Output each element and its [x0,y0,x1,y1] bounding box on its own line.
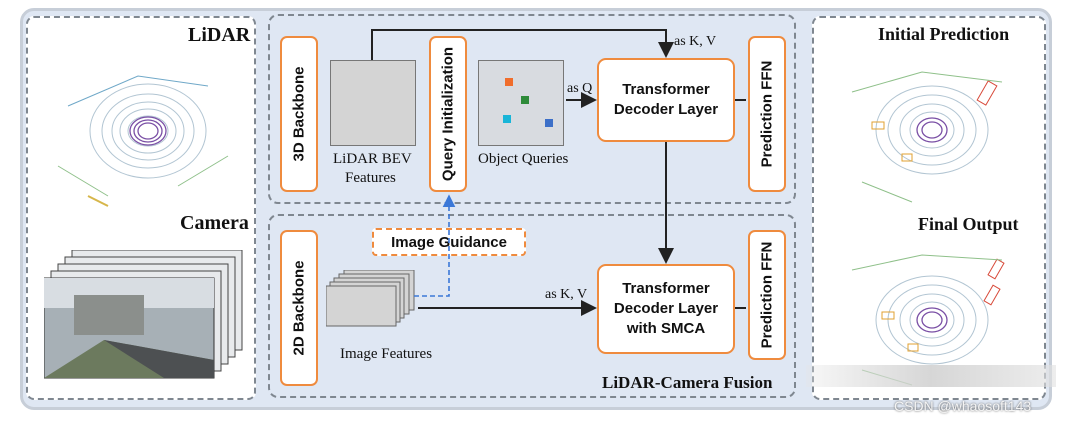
prediction-ffn-bottom-block: Prediction FFN [748,230,786,360]
query-marker [521,96,529,104]
lidar-point-cloud-image [57,75,229,207]
query-marker [545,119,553,127]
input-panel: LiDAR Camera [26,16,256,400]
fusion-title: LiDAR-Camera Fusion [602,373,773,392]
lidar-bev-label-line1: LiDAR BEV [333,151,412,167]
query-marker [503,115,511,123]
lidar-title: LiDAR [188,24,251,46]
object-queries-label: Object Queries [478,151,569,167]
output-panel: Initial Prediction Final Output [812,16,1046,400]
watermark-strip [806,365,1056,387]
image-features-label: Image Features [340,346,433,362]
lidar-bev-feature-map [330,60,416,146]
initial-prediction-image [851,71,1003,203]
final-output-title: Final Output [918,214,1019,234]
3d-backbone-block: 3D Backbone [280,36,318,192]
bev-to-decoder-arrow [371,29,674,60]
camera-branch-region [268,214,796,398]
transformer-decoder-smca: Transformer Decoder Layer with SMCA [597,264,735,354]
object-queries-map [478,60,564,146]
query-initialization-block: Query Initialization [429,36,467,192]
image-guidance-arrow [414,194,456,297]
as-q-label: as Q [567,81,593,96]
image-features-stack [326,270,415,327]
initial-prediction-title: Initial Prediction [878,24,1010,44]
watermark-text: CSDN @whaosoft143 [894,398,1032,414]
prediction-ffn-top-block: Prediction FFN [748,36,786,192]
query-marker [505,78,513,86]
camera-title: Camera [180,212,249,234]
as-kv-bottom-label: as K, V [545,287,588,302]
as-kv-top-label: as K, V [674,34,717,49]
lidar-bev-label-line2: Features [345,170,396,186]
transformer-decoder-top: Transformer Decoder Layer [597,58,735,142]
lidar-branch-region [268,14,796,204]
2d-backbone-block: 2D Backbone [280,230,318,386]
camera-images-stack [44,250,243,379]
